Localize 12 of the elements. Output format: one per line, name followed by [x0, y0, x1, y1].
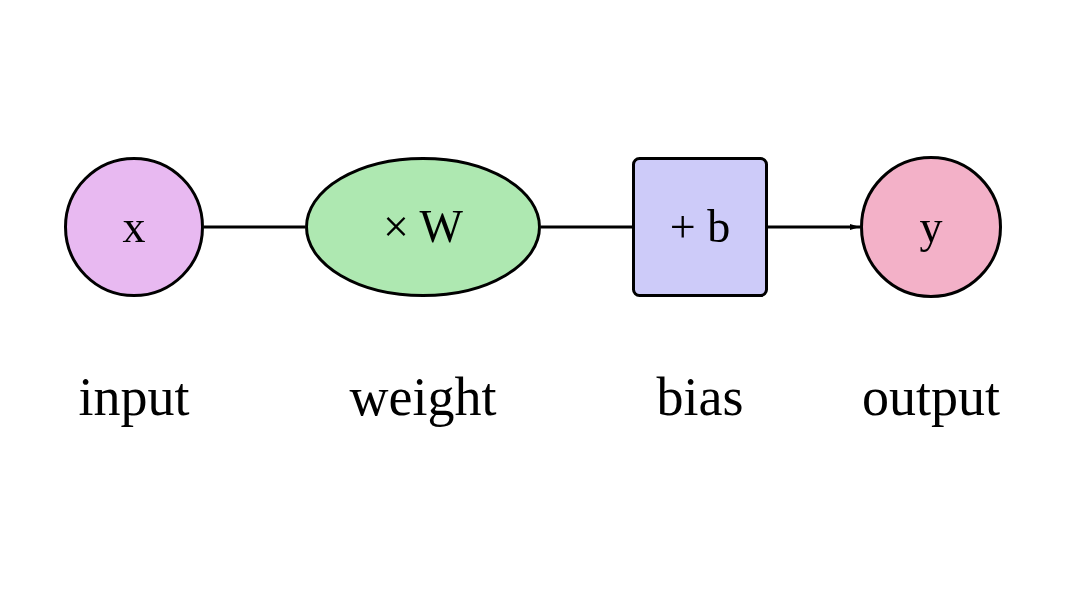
- arrow: [768, 224, 860, 230]
- node-label: y: [919, 204, 943, 250]
- output-circle: [860, 156, 1002, 298]
- input-circle: [64, 157, 204, 297]
- weight-ellipse: [305, 157, 541, 297]
- connector-line: [204, 225, 305, 229]
- node-label: × W: [383, 204, 463, 250]
- bias-box: [632, 157, 768, 297]
- caption-text: bias: [655, 370, 745, 424]
- node-label: + b: [669, 204, 731, 250]
- connector-line: [541, 225, 632, 229]
- node-label: x: [122, 204, 146, 250]
